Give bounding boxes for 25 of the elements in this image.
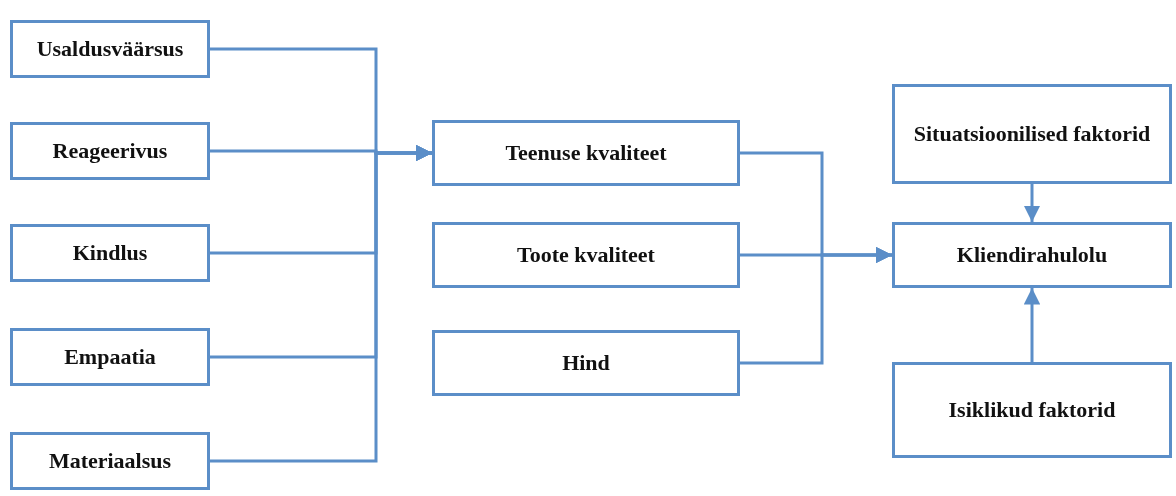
process-box bbox=[10, 20, 210, 78]
process-box bbox=[10, 328, 210, 386]
box-label: Usaldusväärsus bbox=[36, 34, 184, 63]
process-box bbox=[10, 122, 210, 180]
process-box bbox=[892, 362, 1172, 458]
arrow bbox=[740, 246, 892, 365]
process-box bbox=[432, 120, 740, 186]
box-label: Reageerivus bbox=[52, 136, 168, 165]
box-label: Empaatia bbox=[64, 342, 156, 371]
box-label: Kliendirahulolu bbox=[956, 240, 1108, 269]
box-label: Teenuse kvaliteet bbox=[505, 138, 667, 167]
arrow bbox=[1023, 184, 1041, 222]
box-label: Situatsioonilised faktorid bbox=[913, 119, 1151, 148]
box-label: Isiklikud faktorid bbox=[948, 395, 1116, 424]
box-label: Toote kvaliteet bbox=[517, 240, 655, 269]
process-box bbox=[10, 224, 210, 282]
process-box bbox=[432, 222, 740, 288]
arrow bbox=[1023, 288, 1041, 362]
box-label: Hind bbox=[562, 348, 610, 377]
process-box bbox=[892, 84, 1172, 184]
box-label: Kindlus bbox=[72, 238, 148, 267]
process-box bbox=[10, 432, 210, 490]
process-box bbox=[892, 222, 1172, 288]
process-box bbox=[432, 330, 740, 396]
box-label: Materiaalsus bbox=[48, 446, 172, 475]
